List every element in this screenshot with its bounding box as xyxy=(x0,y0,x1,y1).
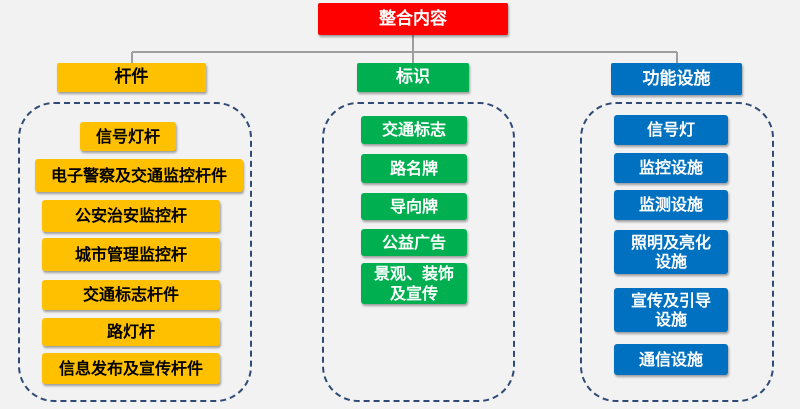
rods-item: 路灯杆 xyxy=(42,318,220,346)
facilities-group-frame xyxy=(580,102,774,402)
rods-item: 公安治安监控杆 xyxy=(42,200,220,232)
rods-item: 城市管理监控杆 xyxy=(42,238,220,271)
item-label: 城市管理监控杆 xyxy=(74,244,187,264)
rods-item: 交通标志杆件 xyxy=(42,280,220,310)
category-header-signs: 标识 xyxy=(357,63,469,92)
item-label: 宣传及引导设施 xyxy=(630,290,711,329)
signs-item: 交通标志 xyxy=(361,116,467,144)
category-header-facilities: 功能设施 xyxy=(611,63,742,95)
item-label: 信号灯杆 xyxy=(95,126,160,146)
item-label: 交通标志 xyxy=(381,120,446,140)
item-label: 电子警察及交通监控杆件 xyxy=(50,165,227,185)
signs-item: 景观、装饰及宣传 xyxy=(361,263,467,304)
signs-item: 导向牌 xyxy=(361,193,467,220)
item-label: 信息发布及宣传杆件 xyxy=(58,358,203,378)
category-label: 功能设施 xyxy=(642,68,711,89)
signs-group-frame xyxy=(322,102,515,402)
facilities-item: 通信设施 xyxy=(614,344,728,375)
facilities-item: 监测设施 xyxy=(614,190,728,220)
rods-group-frame xyxy=(18,102,252,402)
facilities-item: 信号灯 xyxy=(614,115,728,145)
item-label: 公安治安监控杆 xyxy=(74,206,187,226)
signs-item: 公益广告 xyxy=(361,229,467,256)
item-label: 监测设施 xyxy=(638,195,703,215)
item-label: 监控设施 xyxy=(638,158,703,178)
rods-item: 信息发布及宣传杆件 xyxy=(42,353,220,384)
category-label: 标识 xyxy=(396,67,430,88)
signs-item: 路名牌 xyxy=(361,154,467,183)
item-label: 景观、装饰及宣传 xyxy=(373,264,454,303)
item-label: 照明及亮化设施 xyxy=(630,232,711,271)
facilities-item: 照明及亮化设施 xyxy=(614,230,728,274)
item-label: 导向牌 xyxy=(389,196,438,216)
root-node: 整合内容 xyxy=(318,3,508,35)
item-label: 公益广告 xyxy=(381,232,446,252)
rods-item: 信号灯杆 xyxy=(80,122,176,151)
category-label: 杆件 xyxy=(114,67,149,88)
facilities-item: 宣传及引导设施 xyxy=(614,288,728,332)
facilities-item: 监控设施 xyxy=(614,153,728,183)
item-label: 路名牌 xyxy=(389,158,438,178)
root-label: 整合内容 xyxy=(379,8,447,29)
item-label: 路灯杆 xyxy=(106,322,155,342)
item-label: 交通标志杆件 xyxy=(82,285,179,305)
rods-item: 电子警察及交通监控杆件 xyxy=(35,159,243,192)
item-label: 通信设施 xyxy=(638,349,703,369)
item-label: 信号灯 xyxy=(646,120,695,140)
category-header-rods: 杆件 xyxy=(57,63,206,92)
